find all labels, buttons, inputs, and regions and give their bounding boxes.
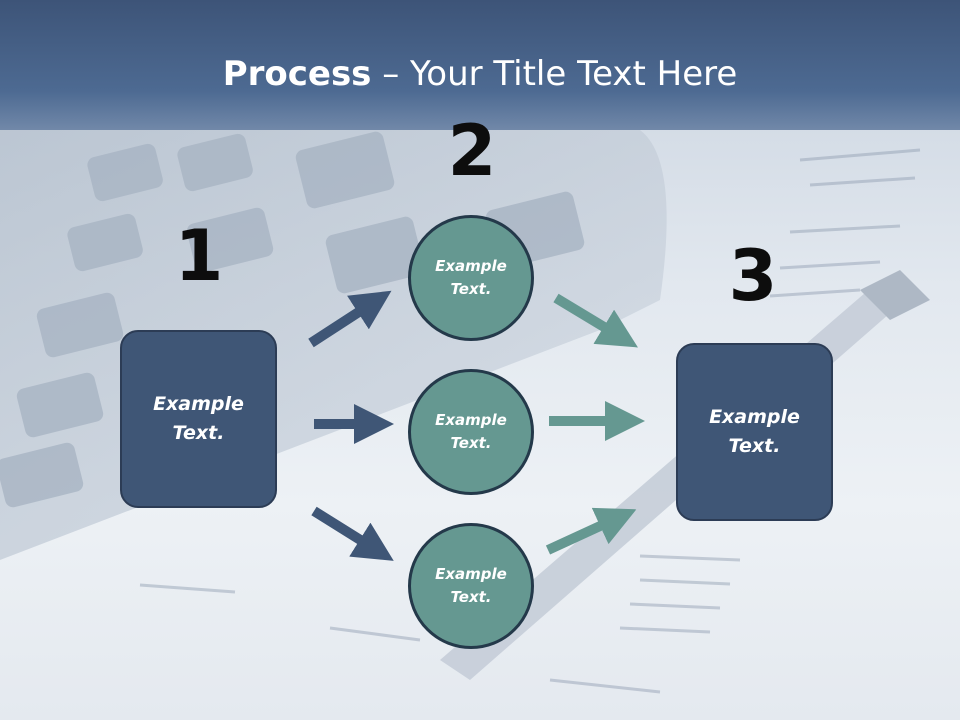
step-number-2: 2 bbox=[447, 110, 497, 192]
step-number-3: 3 bbox=[728, 235, 778, 317]
arrow-icon-circle-bottom-to-box3 bbox=[545, 507, 637, 555]
step-1-box[interactable]: Example Text. bbox=[120, 330, 277, 508]
step-3-box[interactable]: Example Text. bbox=[676, 343, 833, 521]
step-1-label: Example Text. bbox=[153, 393, 244, 444]
step-2-circle-middle[interactable]: Example Text. bbox=[408, 369, 534, 495]
title-bold: Process bbox=[222, 54, 372, 94]
circle-middle-label: Example Text. bbox=[435, 411, 507, 452]
circle-bottom-label: Example Text. bbox=[435, 565, 507, 606]
arrow-icon-box1-to-circle-bottom bbox=[311, 506, 394, 561]
arrow-icon-circle-top-to-box3 bbox=[553, 293, 638, 348]
circle-top-label: Example Text. bbox=[435, 257, 507, 298]
slide-title: Process – Your Title Text Here bbox=[0, 52, 960, 96]
step-2-circle-bottom[interactable]: Example Text. bbox=[408, 523, 534, 649]
arrow-icon-box1-to-circle-top bbox=[308, 290, 392, 348]
title-rest: – Your Title Text Here bbox=[371, 54, 738, 94]
step-2-circle-top[interactable]: Example Text. bbox=[408, 215, 534, 341]
step-number-1: 1 bbox=[174, 215, 224, 297]
title-bar bbox=[0, 0, 960, 130]
step-3-label: Example Text. bbox=[709, 406, 800, 457]
